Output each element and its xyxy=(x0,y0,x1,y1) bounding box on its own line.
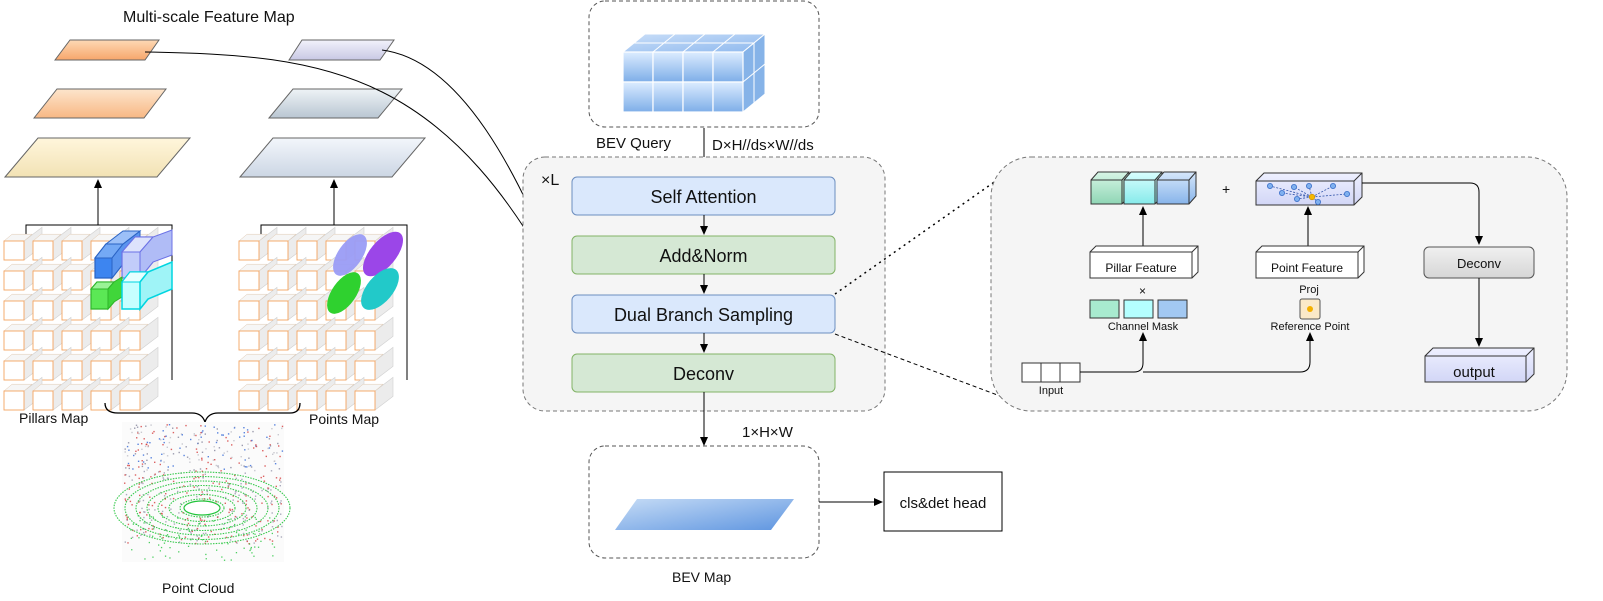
bev-map-label: BEV Map xyxy=(672,569,731,585)
feature-to-deconv-arrow xyxy=(1362,182,1483,245)
bev-query-cube xyxy=(621,32,767,114)
block-add-norm[interactable]: Add&Norm xyxy=(571,235,836,275)
detail-deconv-box[interactable]: Deconv xyxy=(1423,246,1535,279)
point-feature-level-2 xyxy=(267,88,404,119)
point-feature-label: Point Feature xyxy=(1271,261,1343,275)
bev-map-plane xyxy=(615,499,794,530)
input-to-refpoint-arrow xyxy=(1143,332,1314,373)
point-cloud-image xyxy=(113,422,291,562)
point-cluster-highlights xyxy=(327,231,404,314)
detail-panel xyxy=(990,156,1568,412)
block-dual-branch-sampling[interactable]: Dual Branch Sampling xyxy=(571,294,836,334)
times-sign: × xyxy=(1139,284,1146,298)
output-dim-label: 1×H×W xyxy=(742,424,794,441)
output-label: output xyxy=(1453,364,1496,381)
reference-point-label: Reference Point xyxy=(1271,321,1350,333)
input-to-mask-arrow xyxy=(1080,332,1147,373)
reference-point-icon xyxy=(1299,298,1321,320)
detail-deconv-label: Deconv xyxy=(1457,256,1502,271)
point-feature-box[interactable]: Point Feature xyxy=(1255,245,1365,279)
pillar-to-sampling-curve xyxy=(144,51,571,309)
plus-sign: + xyxy=(1222,181,1230,197)
pillar-feature-level-2 xyxy=(32,88,168,119)
input-label: Input xyxy=(1039,385,1063,397)
query-dim-label: D×H//ds×W//ds xyxy=(712,137,814,154)
point-feature-level-1 xyxy=(288,39,395,61)
pillar-feature-level-1 xyxy=(54,39,160,61)
multiscale-title: Multi-scale Feature Map xyxy=(123,9,295,26)
times-l-label: ×L xyxy=(541,172,559,189)
zoom-line-top xyxy=(834,177,1001,295)
bev-query-box xyxy=(588,0,820,128)
sampled-feature-cubes xyxy=(1090,171,1197,205)
zoom-line-bottom xyxy=(834,333,1001,397)
block-deconv[interactable]: Deconv xyxy=(571,353,836,393)
channel-mask xyxy=(1089,299,1188,319)
point-feature-plane xyxy=(1255,172,1363,206)
proj-label: Proj xyxy=(1299,284,1319,296)
points-map-grid xyxy=(238,224,408,411)
output-box[interactable]: output xyxy=(1424,347,1535,383)
pillar-feature-box[interactable]: Pillar Feature xyxy=(1089,245,1199,279)
point-feature-level-3 xyxy=(238,137,427,178)
pillars-map-label: Pillars Map xyxy=(19,410,88,426)
pillar-highlights xyxy=(89,229,173,312)
point-cloud-label: Point Cloud xyxy=(162,580,234,596)
detection-head[interactable]: cls&det head xyxy=(883,471,1003,532)
block-self-attention[interactable]: Self Attention xyxy=(571,176,836,216)
pillar-feature-label: Pillar Feature xyxy=(1105,261,1177,275)
pillar-feature-level-3 xyxy=(3,137,192,178)
bev-query-label: BEV Query xyxy=(596,135,672,152)
dual-branch-sampling-label: Dual Branch Sampling xyxy=(614,305,793,325)
channel-mask-label: Channel Mask xyxy=(1108,321,1179,333)
self-attention-label: Self Attention xyxy=(650,187,756,207)
points-map-label: Points Map xyxy=(309,411,379,427)
input-block xyxy=(1021,362,1081,383)
deconv-label: Deconv xyxy=(673,364,734,384)
detection-head-label: cls&det head xyxy=(900,495,987,512)
add-norm-label: Add&Norm xyxy=(659,246,747,266)
